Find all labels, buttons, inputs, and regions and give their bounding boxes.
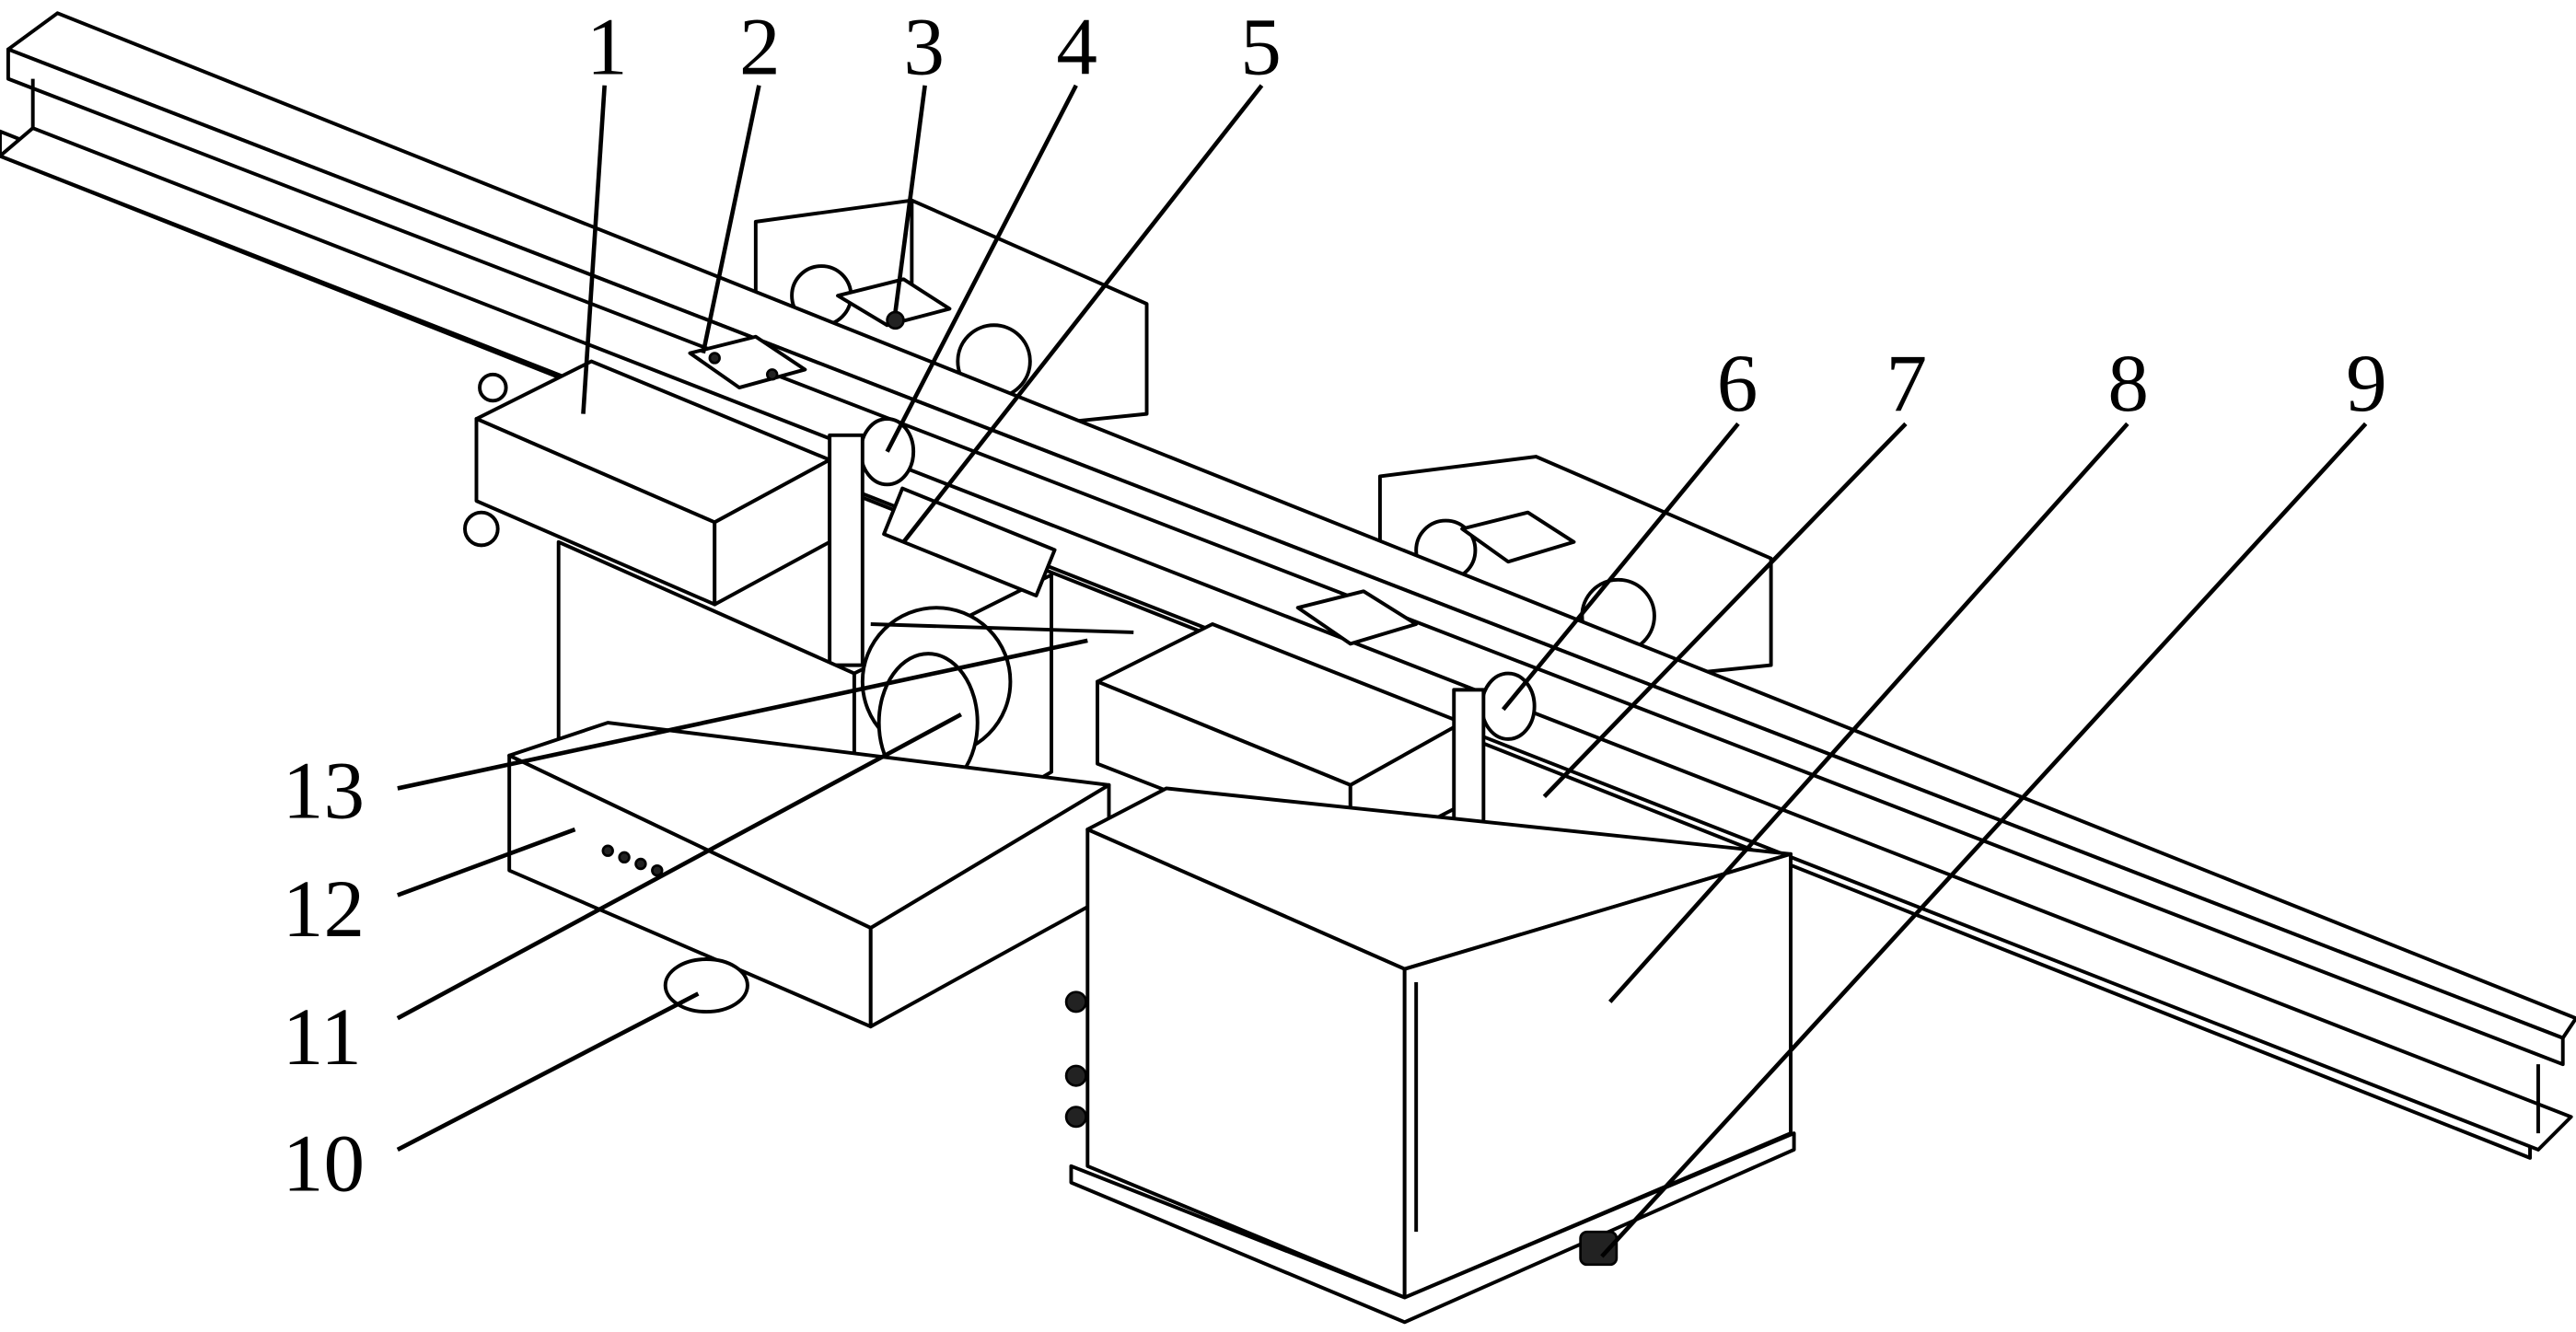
leader-line-4 — [885, 84, 1078, 453]
guide-wheel-4 — [828, 417, 916, 667]
label-11: 11 — [283, 992, 362, 1083]
right-main-box-8 — [1064, 786, 1796, 1325]
leader-line-13 — [397, 638, 1088, 791]
connector-9 — [1579, 1230, 1619, 1267]
leader-line-5 — [901, 84, 1264, 544]
left-camera-box — [463, 359, 832, 607]
label-3: 3 — [903, 2, 945, 92]
left-base-box-12 — [507, 721, 1111, 1029]
leader-line-11 — [396, 712, 962, 1021]
label-8: 8 — [2107, 339, 2149, 429]
trolley-plate-2 — [688, 334, 807, 390]
leader-line-10 — [396, 991, 700, 1152]
label-13: 13 — [283, 747, 365, 837]
part-labels: 1 2 3 4 5 6 7 8 9 10 11 12 13 — [283, 2, 2387, 1209]
label-4: 4 — [1056, 2, 1097, 92]
leader-line-3 — [893, 85, 927, 313]
label-9: 9 — [2346, 339, 2387, 429]
label-1: 1 — [586, 2, 628, 92]
leader-line-1 — [581, 85, 607, 414]
leader-line-8 — [1608, 422, 2129, 1003]
leader-line-9 — [1600, 422, 2368, 1258]
trolley-plate-right — [1295, 510, 1576, 646]
leader-line-7 — [1542, 422, 1908, 798]
leader-lines — [396, 84, 2368, 1258]
label-5: 5 — [1240, 2, 1282, 92]
label-12: 12 — [283, 864, 365, 955]
leader-line-6 — [1501, 422, 1740, 712]
leader-line-12 — [397, 827, 576, 898]
label-2: 2 — [739, 2, 781, 92]
label-10: 10 — [283, 1119, 365, 1210]
label-6: 6 — [1717, 339, 1758, 429]
label-7: 7 — [1886, 339, 1928, 429]
leader-line-2 — [701, 85, 761, 354]
